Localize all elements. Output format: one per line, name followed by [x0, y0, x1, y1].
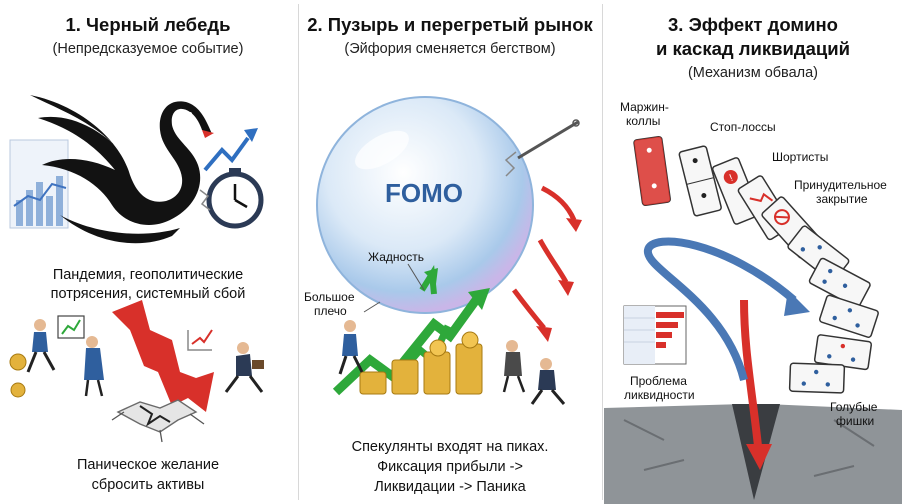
short-sellers-label: Шортисты	[772, 150, 829, 164]
panel-2-title: 2. Пузырь и перегретый рынок	[307, 14, 593, 35]
liquidity-label-line-1: Проблема	[630, 374, 687, 388]
coin-stacks-icon	[359, 331, 483, 395]
blue-chips-label-line-2: фишки	[836, 414, 875, 428]
panel-2-subtitle: (Эйфория сменяется бегством)	[344, 41, 556, 57]
panel-1-event-line-2: потрясения, системный сбой	[50, 286, 246, 302]
liquidity-label-line-2: ликвидности	[624, 388, 695, 402]
red-arrows-icon	[512, 185, 582, 342]
needle-icon	[504, 119, 580, 177]
order-book-icon	[623, 305, 687, 365]
svg-text:!: !	[728, 173, 735, 184]
forced-close-label-line-1: Принудительное	[794, 178, 887, 192]
fomo-label: FOMO	[385, 178, 463, 208]
woman-investor-icon	[84, 336, 104, 397]
leverage-label-line-1: Большое	[304, 290, 355, 304]
panel-2-caption-line-2: Фиксация прибыли ->	[377, 459, 523, 475]
panel-2-caption-line-3: Ликвидации -> Паника	[374, 479, 526, 495]
divider	[298, 4, 299, 500]
margin-call-label-line-2: коллы	[626, 114, 661, 128]
panel-bubble: 2. Пузырь и перегретый рынок (Эйфория см…	[300, 0, 600, 504]
panel-domino: 3. Эффект домино и каскад ликвидаций (Ме…	[604, 0, 902, 504]
panel-3-subtitle: (Механизм обвала)	[687, 65, 819, 81]
curved-arrow-icon	[644, 237, 810, 381]
clock-icon	[199, 168, 264, 229]
panel-2-caption-line-1: Спекулянты входят на пиках.	[351, 439, 549, 455]
running-businessman-icon	[224, 342, 264, 393]
greed-label: Жадность	[368, 250, 424, 264]
panel-3-title-line-1: 3. Эффект домино	[668, 14, 838, 35]
panel-1-panic-line-1: Паническое желание	[76, 457, 220, 473]
crash-arrow-icon	[112, 300, 214, 412]
stop-loss-label: Стоп-лоссы	[710, 120, 776, 134]
bubble-icon	[316, 96, 534, 314]
panel-1-event-line-1: Пандемия, геополитические	[52, 267, 244, 283]
panel-1-panic-line-2: сбросить активы	[91, 477, 205, 493]
dominoes-icon: !	[633, 136, 879, 394]
panel-black-swan: 1. Черный лебедь (Непредсказуемое событи…	[0, 0, 296, 504]
panel-3-title-line-2: и каскад ликвидаций	[655, 38, 851, 59]
divider	[602, 4, 603, 500]
black-swan-icon	[30, 95, 214, 244]
red-down-arrow-icon	[740, 299, 772, 470]
black-swan-illustration	[9, 95, 264, 443]
panel-1-title: 1. Черный лебедь	[65, 14, 231, 35]
running-investor-icon	[9, 319, 56, 398]
margin-call-label-line-1: Маржин-	[620, 100, 669, 114]
small-chart-icon	[57, 315, 213, 351]
bubble-illustration	[316, 96, 582, 405]
bar-chart-icon	[9, 139, 69, 229]
fleeing-investors-icon	[502, 340, 566, 405]
forced-close-label-line-2: закрытие	[816, 192, 868, 206]
ground-crack-icon	[111, 399, 205, 443]
panel-1-subtitle: (Непредсказуемое событие)	[52, 41, 244, 57]
blue-chips-label-line-1: Голубые	[830, 400, 878, 414]
climbing-investor-icon	[338, 320, 364, 375]
domino-illustration: !	[604, 136, 902, 504]
leverage-label-line-2: плечо	[314, 304, 347, 318]
